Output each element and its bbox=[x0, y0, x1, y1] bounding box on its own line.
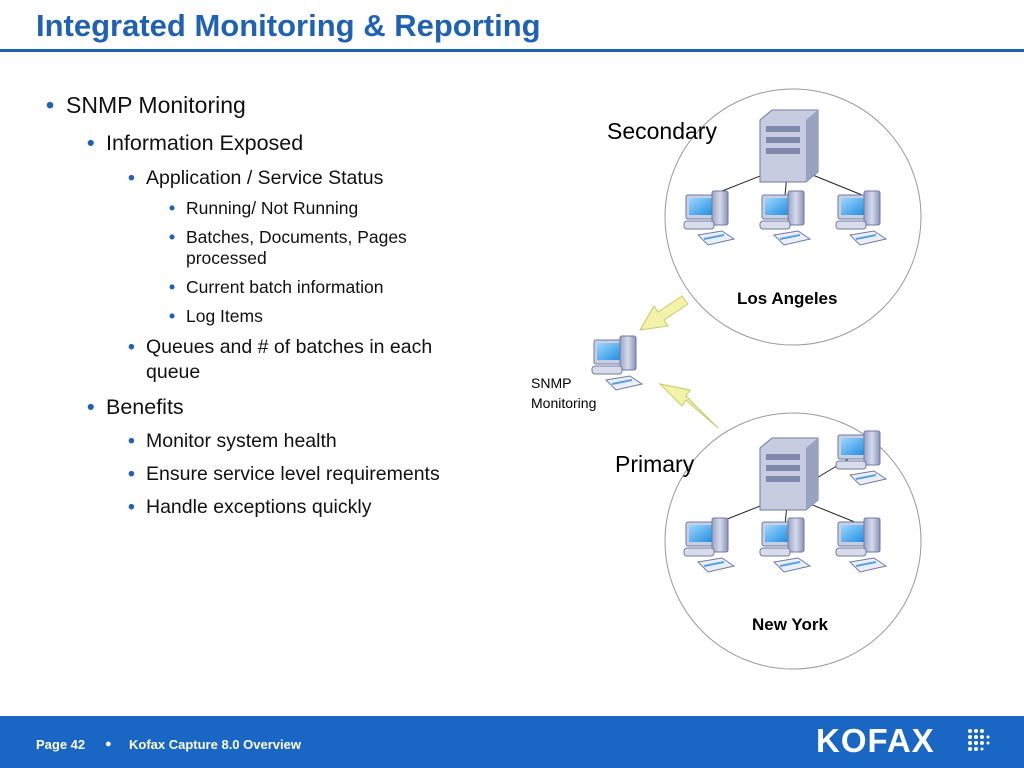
bullet-text: Queues and # of batches in each bbox=[146, 336, 433, 358]
bullet-text: Benefits bbox=[106, 395, 184, 419]
bullet-dot: • bbox=[128, 336, 135, 358]
bullet-dot: • bbox=[128, 496, 135, 518]
bullet-text: Handle exceptions quickly bbox=[146, 496, 372, 518]
kofax-logo: KOFAX bbox=[816, 722, 935, 759]
footer-bar bbox=[0, 716, 1024, 768]
primary-city-label: New York bbox=[752, 615, 828, 634]
bullet-dot: • bbox=[169, 198, 176, 218]
footer-separator: ● bbox=[105, 738, 112, 750]
bullet-item: • Current batch information bbox=[169, 277, 384, 298]
page-number: Page 42 bbox=[36, 737, 86, 752]
bullet-text: processed bbox=[186, 248, 267, 268]
bullet-dot: • bbox=[169, 306, 176, 326]
primary-server-icon bbox=[759, 437, 819, 511]
bullet-dot: • bbox=[128, 167, 135, 189]
bullet-item: • Monitor system health bbox=[128, 430, 337, 453]
document-title: Kofax Capture 8.0 Overview bbox=[129, 737, 301, 752]
slide-title: Integrated Monitoring & Reporting bbox=[36, 8, 541, 43]
bullet-continuation: queue bbox=[146, 361, 200, 384]
logo-dots-icon bbox=[968, 729, 990, 751]
snmp-label-line2: Monitoring bbox=[531, 395, 597, 411]
bullet-dot: • bbox=[128, 463, 135, 485]
bullet-item: • Running/ Not Running bbox=[169, 198, 359, 219]
secondary-city-label: Los Angeles bbox=[737, 289, 838, 308]
bullet-text: Information Exposed bbox=[106, 131, 304, 155]
bullet-dot: • bbox=[87, 131, 95, 155]
bullet-continuation: processed bbox=[186, 248, 267, 269]
arrow-from-secondary-icon bbox=[639, 295, 689, 331]
bullet-dot: • bbox=[128, 430, 135, 452]
bullet-text: Running/ Not Running bbox=[186, 198, 359, 218]
bullet-item: • SNMP Monitoring bbox=[46, 92, 246, 119]
snmp-label-line1: SNMP bbox=[531, 375, 572, 391]
bullet-item: • Batches, Documents, Pages bbox=[169, 227, 407, 248]
bullet-dot: • bbox=[87, 395, 95, 419]
title-divider bbox=[0, 49, 1024, 52]
bullet-text: Monitor system health bbox=[146, 430, 337, 452]
bullet-text: Batches, Documents, Pages bbox=[186, 227, 407, 247]
bullet-item: • Benefits bbox=[87, 395, 184, 420]
bullet-text: Log Items bbox=[186, 306, 263, 326]
bullet-item: • Application / Service Status bbox=[128, 167, 384, 190]
secondary-server-icon bbox=[759, 109, 819, 183]
bullet-dot: • bbox=[46, 92, 55, 118]
bullet-text: Ensure service level requirements bbox=[146, 463, 440, 485]
primary-label: Primary bbox=[615, 451, 695, 477]
secondary-label: Secondary bbox=[607, 118, 717, 144]
bullet-dot: • bbox=[169, 227, 176, 247]
bullet-item: • Ensure service level requirements bbox=[128, 463, 440, 486]
bullet-text: SNMP Monitoring bbox=[66, 92, 246, 118]
arrow-from-primary-icon bbox=[658, 383, 719, 429]
bullet-text: Application / Service Status bbox=[146, 167, 384, 189]
bullet-dot: • bbox=[169, 277, 176, 297]
bullet-item: • Information Exposed bbox=[87, 131, 304, 156]
monitoring-station-icon bbox=[591, 335, 643, 391]
bullet-text: queue bbox=[146, 361, 201, 383]
bullet-item: • Log Items bbox=[169, 306, 263, 327]
bullet-item: • Queues and # of batches in each bbox=[128, 336, 433, 359]
bullet-text: Current batch information bbox=[186, 277, 384, 297]
bullet-item: • Handle exceptions quickly bbox=[128, 496, 372, 519]
